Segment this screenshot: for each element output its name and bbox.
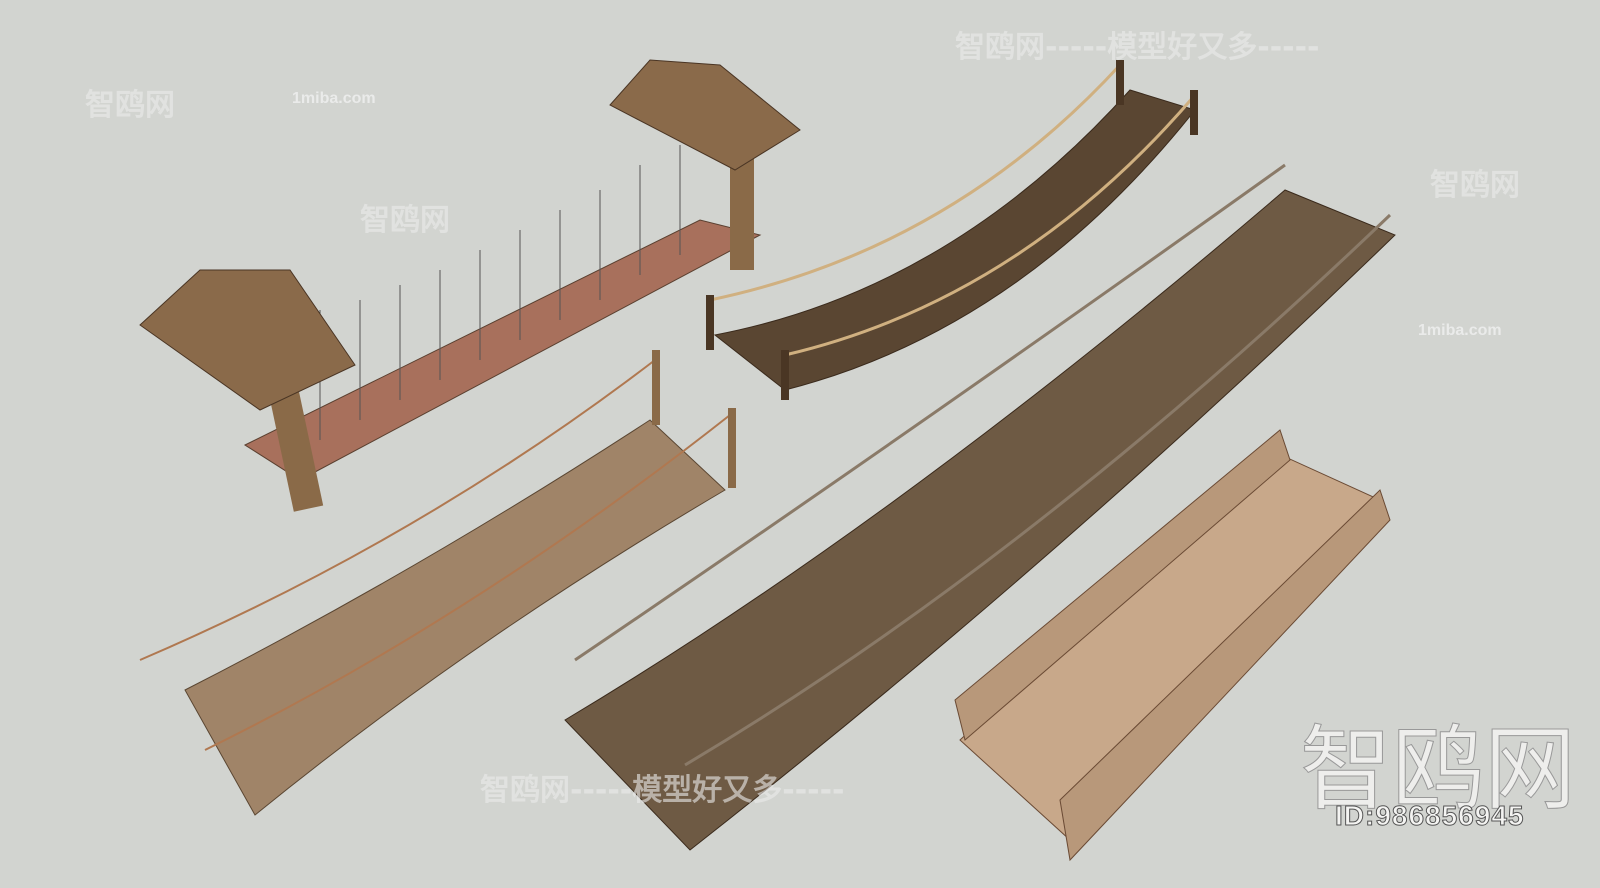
railed-footbridge <box>954 429 1391 862</box>
watermark-banner-bottom: 智鸥网-----模型好又多----- <box>480 773 845 808</box>
watermark-banner: 智鸥网-----模型好又多----- <box>955 30 1320 65</box>
watermark-logo: 智鸥网 <box>1299 716 1577 824</box>
model-id-label: ID:986856945 <box>1334 800 1525 832</box>
watermark-site-name-2: 智鸥网 <box>360 203 450 238</box>
covered-suspension-bridge <box>139 59 801 512</box>
watermark-site-name-3: 智鸥网 <box>1430 168 1520 203</box>
dark-plank-rope-bridge <box>706 60 1198 400</box>
light-plank-suspension-bridge <box>139 350 736 816</box>
watermark-site-name: 智鸥网 <box>85 88 175 123</box>
watermark-url: 1miba.com <box>292 90 376 107</box>
watermark-url-2: 1miba.com <box>1418 322 1502 339</box>
rustic-log-bridge <box>564 163 1396 851</box>
